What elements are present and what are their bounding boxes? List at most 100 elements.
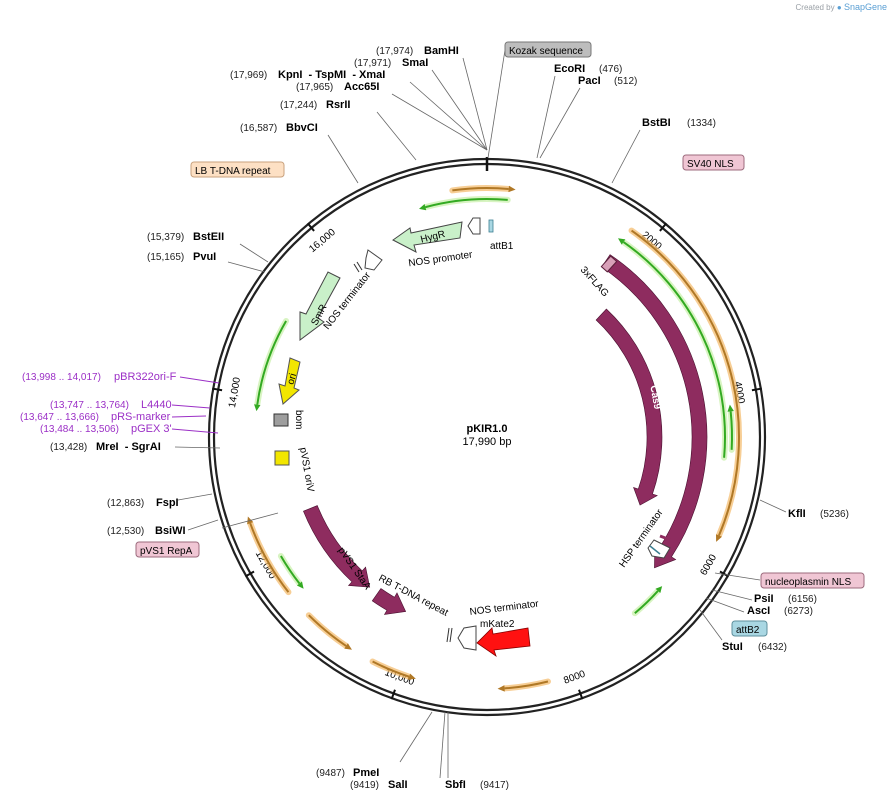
orange-arc-left[interactable] [249, 522, 290, 593]
site-rsrii[interactable]: RsrII [326, 99, 350, 111]
site-kpni-tspmi-xmai[interactable]: KpnI - TspMI - XmaI [278, 69, 385, 81]
site-bsteii[interactable]: BstEII [193, 231, 224, 243]
site-pvui[interactable]: PvuI [193, 251, 216, 263]
site-pos-sbfi: (9417) [480, 780, 509, 791]
green-arc-top[interactable] [425, 198, 508, 209]
orange-arc-bottom-1[interactable] [504, 680, 549, 690]
site-leader [714, 572, 761, 581]
orange-arc-bottom-2[interactable] [372, 660, 410, 678]
nos-terminator-arrow-2[interactable] [457, 625, 477, 651]
green-arc-left-bottom-head [296, 581, 304, 589]
site-leader [391, 93, 488, 151]
ring-tick [390, 689, 396, 700]
site-bamhi[interactable]: BamHI [424, 45, 459, 57]
site-bsiwi[interactable]: BsiWI [155, 525, 186, 537]
plasmid-length: 17,990 bp [463, 436, 512, 448]
site-sbfi[interactable]: SbfI [445, 779, 466, 791]
kozak-label: Kozak sequence [509, 46, 583, 57]
site-stui[interactable]: StuI [722, 641, 743, 653]
site-smai[interactable]: SmaI [402, 57, 428, 69]
site-labels: (17,974) BamHI (17,971) SmaI (17,969) Kp… [50, 45, 849, 791]
nos-terminator-mark-1a [353, 263, 360, 273]
hsp-terminator-arrow[interactable] [647, 539, 671, 559]
feature-arcs [247, 185, 742, 692]
nos-terminator-label-2: NOS terminator [469, 599, 540, 618]
ring-tick-label: 16,000 [307, 227, 338, 255]
nos-promoter-label: NOS promoter [408, 249, 474, 269]
site-bbvci[interactable]: BbvCI [286, 122, 318, 134]
nos-terminator-mark-1b [356, 261, 363, 271]
site-pos-kpni: (17,969) [230, 70, 267, 81]
primer-pos-l4440: (13,747 .. 13,764) [50, 400, 129, 411]
green-arc-right-2[interactable] [729, 411, 733, 450]
primer-labels: (13,998 .. 14,017) pBR322ori-F (13,747 .… [20, 371, 220, 435]
site-psii[interactable]: PsiI [754, 593, 774, 605]
site-leader [611, 129, 641, 184]
site-leader-lines [174, 49, 787, 779]
orange-arc-bottom-2-head [408, 673, 416, 680]
nucleoplasmin-box[interactable] [760, 572, 865, 589]
site-pos-rsrii: (17,244) [280, 100, 317, 111]
site-leader [221, 512, 279, 529]
attb2-box[interactable] [731, 620, 768, 637]
orange-arc-top[interactable] [452, 187, 509, 192]
site-pmei[interactable]: PmeI [353, 767, 379, 779]
pvs1-staa-arrow[interactable] [371, 588, 407, 615]
site-mrei-sgrai[interactable]: MreI - SgrAI [96, 441, 161, 453]
cas9-inner-arrow[interactable] [595, 308, 663, 506]
site-leader [187, 519, 219, 531]
green-arc-right[interactable] [622, 241, 726, 458]
sv40-nls-box[interactable] [682, 154, 745, 171]
site-pos-fspi: (12,863) [107, 498, 144, 509]
hygr-arrow[interactable] [392, 221, 463, 253]
ori-arrow[interactable] [278, 357, 301, 405]
site-pos-ecori: (476) [599, 64, 622, 75]
pvs1-oriv-marker[interactable] [274, 450, 290, 466]
primer-l4440[interactable]: L4440 [141, 399, 172, 411]
site-ecori[interactable]: EcoRI [554, 63, 585, 75]
lb-repeat-box[interactable] [190, 161, 285, 178]
site-paci[interactable]: PacI [578, 75, 601, 87]
plasmid-name: pKIR1.0 [467, 423, 508, 435]
nos-terminator-arrow-1[interactable] [364, 249, 383, 271]
ring-tick [244, 570, 255, 578]
ring-tick [751, 387, 762, 392]
green-arc-left-bottom[interactable] [280, 555, 301, 585]
cas9-outer-arrow[interactable] [601, 254, 708, 569]
site-sali[interactable]: SalI [388, 779, 408, 791]
primer-pgex-3[interactable]: pGEX 3' [131, 423, 172, 435]
attb1-marker[interactable] [488, 219, 494, 233]
site-pos-mrei: (13,428) [50, 442, 87, 453]
site-pos-psii: (6156) [788, 594, 817, 605]
pvs1-repa-arrow[interactable] [303, 505, 371, 588]
primer-leader-3 [171, 415, 207, 418]
site-acc65i[interactable]: Acc65I [344, 81, 379, 93]
site-leader [705, 597, 745, 613]
three-flag-marker[interactable] [600, 255, 618, 273]
kozak-box[interactable] [504, 41, 592, 58]
site-leader [431, 69, 488, 151]
green-arc-bottom[interactable] [634, 590, 659, 614]
site-fspi[interactable]: FspI [156, 497, 179, 509]
primer-pos-pbr322ori: (13,998 .. 14,017) [22, 372, 101, 383]
nos-promoter-arrow[interactable] [467, 217, 481, 235]
site-leader [227, 261, 266, 273]
primer-pbr322ori-f[interactable]: pBR322ori-F [114, 371, 177, 383]
primer-pos-prs-marker: (13,647 .. 13,666) [20, 412, 99, 423]
nucleoplasmin-mark [659, 534, 677, 544]
site-leader [539, 87, 581, 159]
orange-arc-bottom-3[interactable] [308, 614, 347, 647]
smr-arrow[interactable] [299, 271, 341, 341]
orange-arc-right[interactable] [630, 229, 740, 536]
mkate2-arrow[interactable] [476, 627, 531, 658]
bom-marker[interactable] [273, 413, 289, 427]
primer-prs-marker[interactable]: pRS-marker [111, 411, 171, 423]
pvs1-repa-box[interactable] [135, 541, 200, 558]
site-bstbi[interactable]: BstBI [642, 117, 671, 129]
site-asci[interactable]: AscI [747, 605, 770, 617]
attb1-label: attB1 [490, 241, 514, 252]
rb-repeat-mark-b [449, 627, 453, 643]
green-arc-left[interactable] [256, 320, 287, 405]
site-kfli[interactable]: KflI [788, 508, 806, 520]
